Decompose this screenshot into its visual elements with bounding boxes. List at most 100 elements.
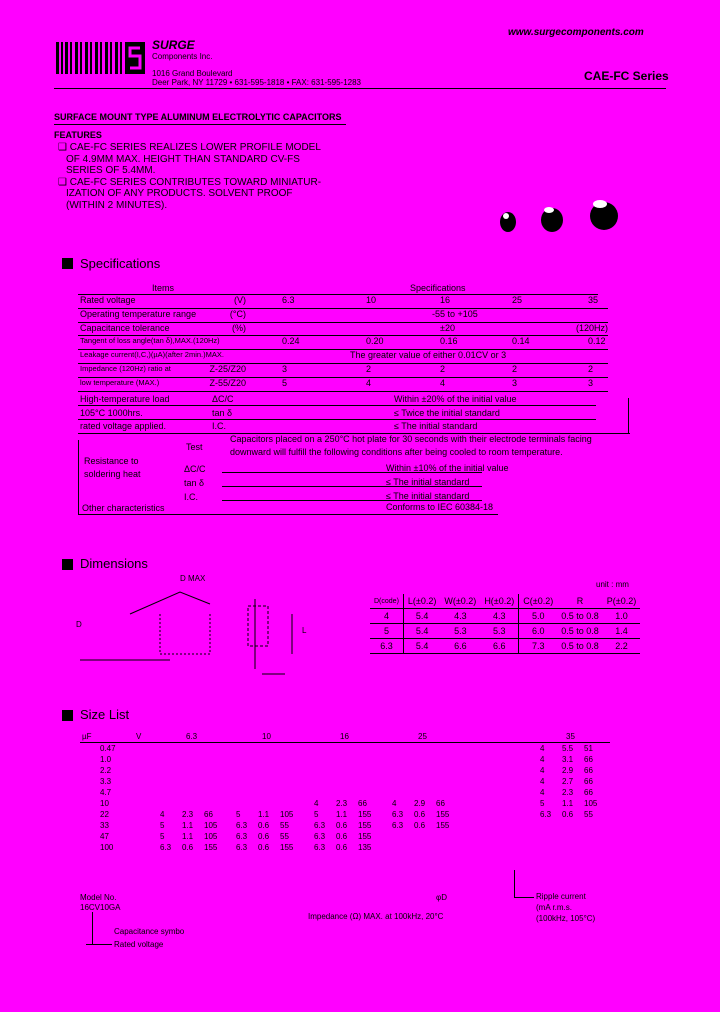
solder-label-1: Resistance to [84,456,139,466]
table-cell: 6.0 [518,623,558,639]
size-cell: 6.3 [540,810,552,819]
size-cell: 5 [160,832,165,841]
size-cell: 4 [540,744,545,753]
size-cell: 155 [204,843,218,852]
size-cell: 5 [314,810,319,819]
high-temp-line: High-temperature load [80,394,170,404]
size-cell: 1.1 [182,821,194,830]
size-voltage-header: 6.3 [186,732,198,741]
spec-row-value: -55 to +105 [432,308,478,319]
col-header: C(±0.2) [518,594,558,609]
spec-row-unit: Z-25/Z20 [209,364,246,374]
size-cell: 6.3 [392,810,404,819]
size-cap-label: 3.3 [100,777,112,786]
feature-line: SERIES OF 5.4MM. [66,165,156,177]
spec-row-value: 0.20 [366,336,384,347]
size-cell: 66 [584,777,593,786]
table-cell: 6.6 [454,641,467,651]
size-cell: 155 [358,832,372,841]
spec-row-value: 16 [440,295,451,305]
size-cell: 155 [280,843,294,852]
col-header: R [576,596,584,606]
company-address: 1016 Grand Boulevard [152,69,233,78]
size-cell: 155 [358,810,372,819]
spec-row-value: 25 [512,295,523,305]
section-bullet-icon [62,710,73,721]
section-title-dimensions: Dimensions [80,556,148,571]
size-cell: 0.6 [336,843,348,852]
size-cell: 1.1 [182,832,194,841]
size-cell: 3.1 [562,755,574,764]
size-cell: 6.3 [236,843,248,852]
size-cell: 1.1 [258,810,270,819]
spec-row-divider [78,390,608,392]
spec-row-value: 0.14 [512,336,530,347]
table-cell: 0.5 to 0.8 [561,611,599,621]
capacitor-images [500,200,618,232]
other-characteristics-label: Other characteristics [82,503,165,513]
size-cell: 2.9 [414,799,426,808]
param: tan δ [184,478,205,488]
spec-specifications-header: Specifications [410,283,466,293]
size-voltage-header: 10 [262,732,271,741]
spec-row-value: The greater value of either 0.01CV or 3 [350,350,507,361]
size-cell: 6.3 [160,843,172,852]
size-cell: 105 [584,799,598,808]
section-bullet-icon [62,258,73,269]
spec-row-label: low temperature (MAX.) [80,377,160,387]
size-cell: 135 [358,843,372,852]
size-voltage-header: 35 [566,732,575,741]
spec-row-unit: (V) [234,295,246,305]
legend-ripple-1: Ripple current [536,892,586,901]
size-cell: 4 [160,810,165,819]
value: ≤ Twice the initial standard [394,407,500,418]
spec-row-unit: (%) [232,322,246,333]
solder-values: Within ±10% of the initial value ≤ The i… [386,461,509,503]
size-cell: 0.6 [414,810,426,819]
value: Within ±20% of the initial value [394,394,517,404]
section-title-specifications: Specifications [80,256,161,271]
size-cell: 2.3 [182,810,194,819]
dim-unit: unit : mm [596,580,629,589]
size-cell: 0.6 [258,821,270,830]
spec-row-label: Tangent of loss angle(tan δ),MAX.(120Hz) [80,336,220,346]
size-cell: 2.7 [562,777,574,786]
high-temp-params: ΔC/C tan δ I.C. [212,393,234,434]
table-cell: 5 [383,626,389,636]
spec-row-value: 2 [440,364,446,374]
size-cap-label: 1.0 [100,755,112,764]
size-cell: 6.3 [392,821,404,830]
table-cell: 1.4 [615,626,628,636]
company-sub: Components Inc. [152,52,213,61]
size-cell: 6.3 [314,832,326,841]
capacitor-small-icon [500,212,516,232]
feature-line: ❑ CAE-FC SERIES REALIZES LOWER PROFILE M… [58,142,321,153]
spec-row-value: 35 [588,295,599,305]
size-cell: 0.6 [182,843,194,852]
spec-row-value: 0.24 [282,336,300,347]
table-cell: 2.2 [615,641,628,651]
spec-row-value: 6.3 [282,295,295,305]
legend-model-code: 16CV10GA [80,903,121,912]
table-cell: 4 [383,611,389,621]
spec-row-value: 2 [366,364,372,374]
feature-line: ❑ CAE-FC SERIES CONTRIBUTES TOWARD MINIA… [58,176,322,188]
capacitor-large-icon [590,200,618,230]
size-cap-label: 22 [100,810,109,819]
spec-row-divider [78,335,608,337]
spec-row-divider [78,376,608,378]
size-cell: 55 [280,832,289,841]
spec-row-value: 4 [440,377,446,388]
surge-logo-icon [54,40,148,76]
spec-row-unit: Z-55/Z20 [209,377,246,388]
website-url[interactable]: www.surgecomponents.com [508,27,644,38]
col-header: P(±0.2) [606,596,637,606]
features-list: ❑ CAE-FC SERIES REALIZES LOWER PROFILE M… [58,142,321,212]
spec-row-value: ±20 [440,322,455,333]
size-cell: 6.3 [236,832,248,841]
size-cell: 66 [358,799,367,808]
table-cell: 5.3 [493,626,506,636]
spec-row-value: 3 [512,377,518,388]
size-voltage-header: 25 [418,732,427,741]
